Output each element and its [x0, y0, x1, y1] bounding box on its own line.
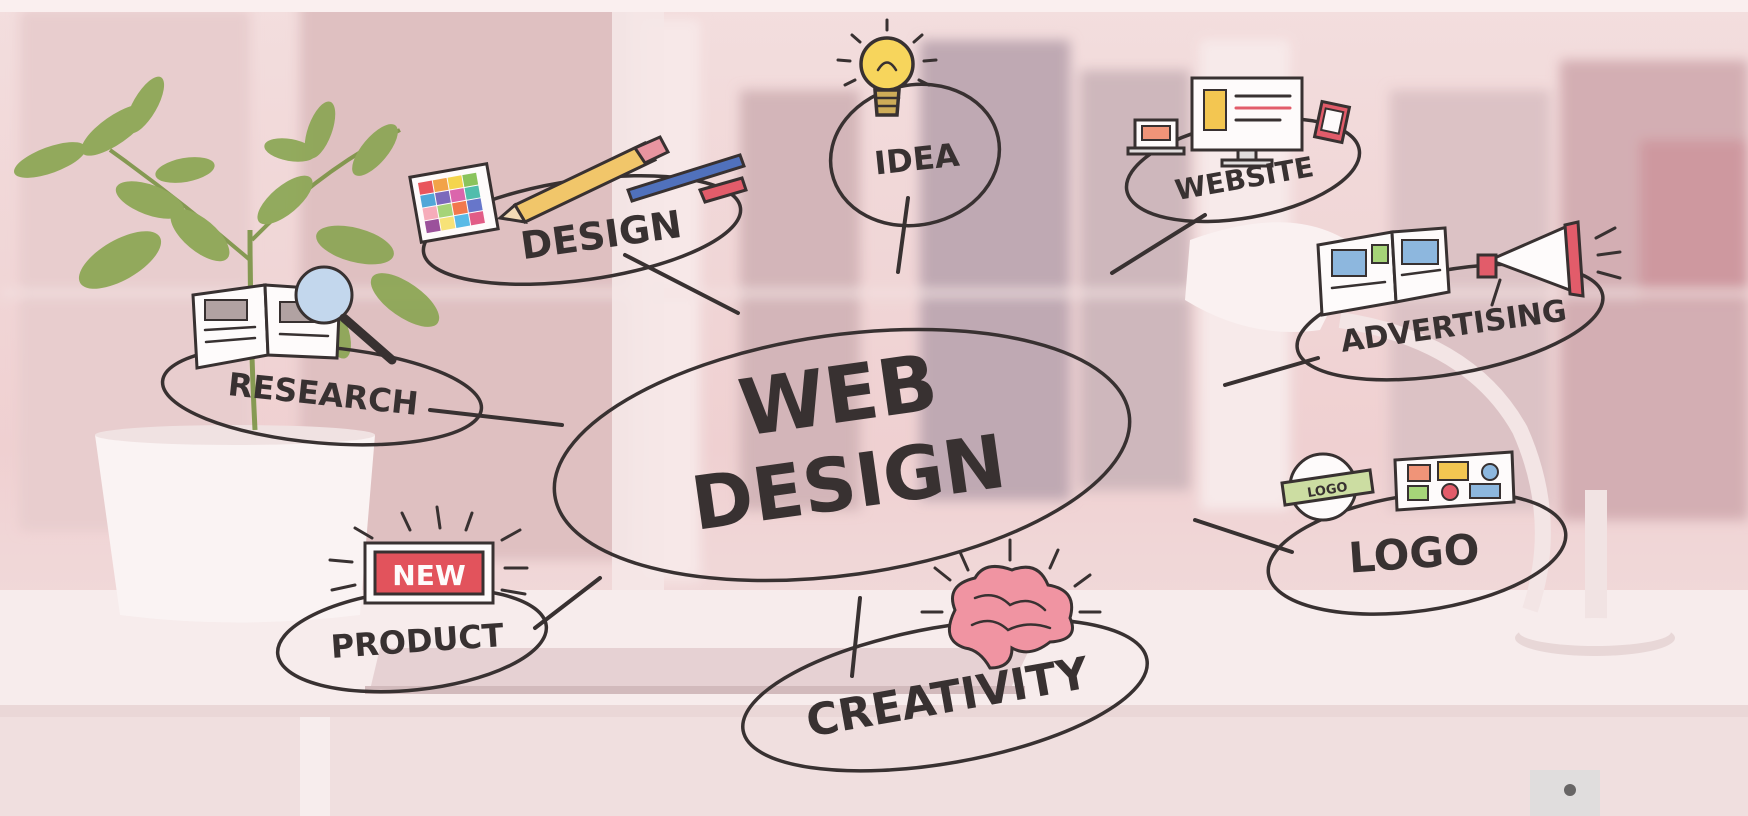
advertising-board-icon — [1316, 226, 1451, 317]
window-frame — [612, 0, 664, 600]
logo-ribbon-text: LOGO — [1306, 480, 1348, 501]
sketch-layer — [160, 18, 1622, 773]
website-monitor-icon — [1126, 76, 1352, 168]
logo-badge-icon — [1280, 450, 1516, 522]
topic-logo: LOGO — [1347, 525, 1481, 583]
top-edge — [0, 0, 1748, 12]
lightbulb-icon — [836, 18, 938, 117]
plant-pot — [95, 425, 375, 623]
creativity-ellipse — [741, 617, 1149, 773]
brain-icon — [920, 538, 1102, 670]
new-badge-text: NEW — [392, 559, 466, 592]
megaphone-icon — [1476, 220, 1622, 307]
new-badge-icon — [328, 505, 529, 605]
color-palette-icon — [408, 161, 500, 245]
desk-lamp — [1185, 222, 1675, 656]
connector-lines — [428, 196, 1320, 678]
plant-leaves — [14, 76, 440, 431]
laptop — [370, 648, 1030, 690]
central-ellipse — [552, 327, 1132, 583]
city-buildings — [0, 0, 1748, 580]
newspaper-magnifier-icon — [191, 265, 397, 370]
pencil-icon — [496, 135, 748, 224]
topic-idea: IDEA — [873, 136, 962, 183]
